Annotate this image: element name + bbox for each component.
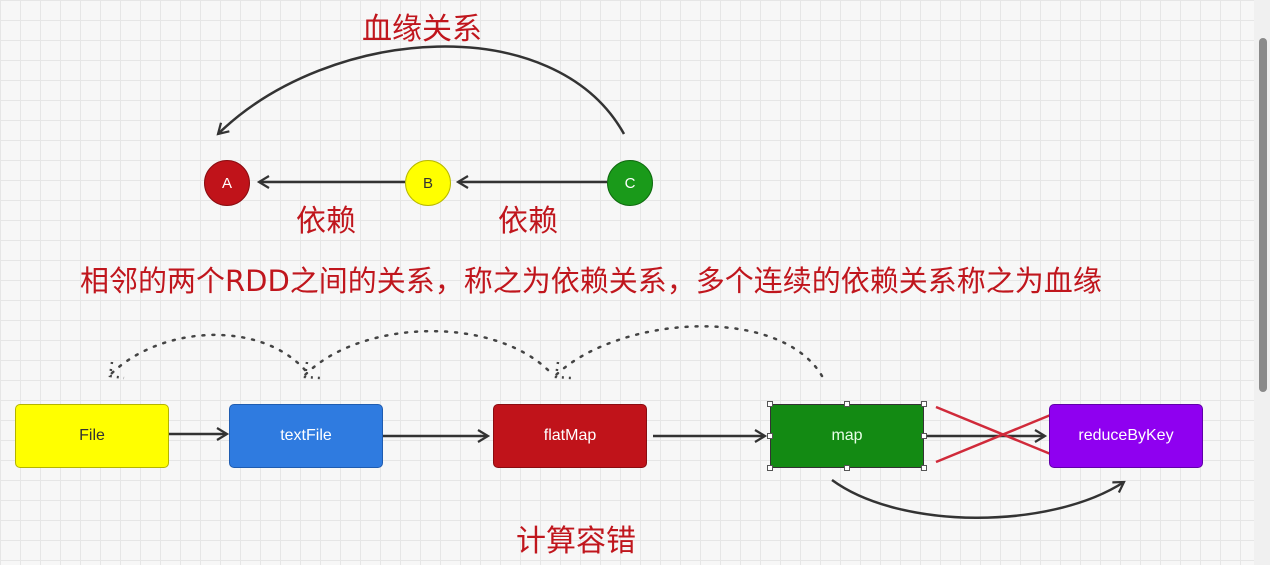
lineage-title: 血缘关系 bbox=[362, 12, 482, 47]
fault-tolerance-label: 计算容错 bbox=[516, 524, 636, 559]
resize-handle-s[interactable] bbox=[844, 465, 850, 471]
scrollbar-thumb[interactable] bbox=[1259, 38, 1267, 392]
resize-handle-n[interactable] bbox=[844, 401, 850, 407]
dotted-arrowhead-textfile bbox=[303, 361, 321, 380]
pipeline-box-textfile[interactable]: textFile bbox=[229, 404, 383, 468]
rdd-node-a[interactable]: A bbox=[204, 160, 250, 206]
pipeline-box-map[interactable]: map bbox=[770, 404, 924, 468]
description-text: 相邻的两个RDD之间的关系，称之为依赖关系，多个连续的依赖关系称之为血缘 bbox=[80, 264, 1102, 298]
resize-handle-ne[interactable] bbox=[921, 401, 927, 407]
rdd-node-b[interactable]: B bbox=[405, 160, 451, 206]
pipeline-box-file[interactable]: File bbox=[15, 404, 169, 468]
resize-handle-sw[interactable] bbox=[767, 465, 773, 471]
rdd-node-c[interactable]: C bbox=[607, 160, 653, 206]
dependency-label-2: 依赖 bbox=[498, 204, 558, 239]
pipeline-box-flatmap[interactable]: flatMap bbox=[493, 404, 647, 468]
dotted-arc-map-flatmap bbox=[554, 325, 824, 378]
cross-line-2 bbox=[935, 405, 1071, 464]
dependency-label-1: 依赖 bbox=[296, 204, 356, 239]
dotted-arc-textfile-file bbox=[108, 333, 307, 377]
pipeline-box-reducebykey[interactable]: reduceByKey bbox=[1049, 404, 1203, 468]
fault-tolerance-arc bbox=[831, 478, 1126, 519]
resize-handle-w[interactable] bbox=[767, 433, 773, 439]
resize-handle-e[interactable] bbox=[921, 433, 927, 439]
dotted-arrowhead-file bbox=[108, 361, 125, 380]
resize-handle-se[interactable] bbox=[921, 465, 927, 471]
dotted-arc-flatmap-textfile bbox=[303, 329, 550, 377]
vertical-scrollbar[interactable] bbox=[1254, 0, 1270, 565]
resize-handle-nw[interactable] bbox=[767, 401, 773, 407]
lineage-arc bbox=[216, 45, 626, 136]
dotted-arrowhead-flatmap bbox=[554, 361, 572, 380]
